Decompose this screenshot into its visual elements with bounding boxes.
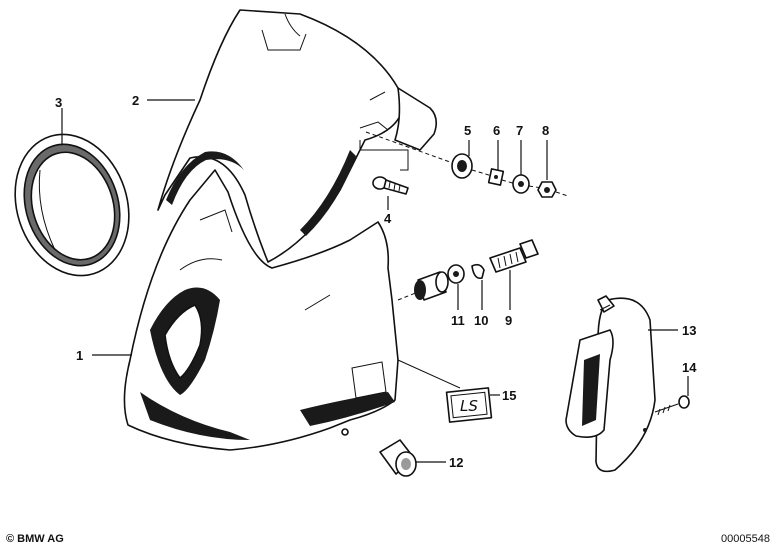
upper-fairing [157,9,438,263]
callout-15: 15 [502,388,516,403]
emblem-15: LS [397,359,493,423]
callout-11: 11 [451,313,465,328]
callout-14: 14 [682,360,697,375]
emblem-text: LS [460,397,478,415]
callout-12: 12 [449,455,463,470]
callout-5: 5 [464,123,471,138]
screw-14 [654,395,690,416]
callout-4: 4 [384,211,392,226]
callout-6: 6 [493,123,500,138]
side-cover-13 [565,295,656,473]
callout-9: 9 [505,313,512,328]
callout-1: 1 [76,348,83,363]
callout-8: 8 [542,123,549,138]
brand-label: © BMW AG [6,533,64,545]
headlight-ring [14,133,130,277]
callout-10: 10 [474,313,488,328]
screw-4 [372,176,409,195]
document-number: 00005548 [721,533,770,545]
fastener-group-upper [359,131,569,198]
callout-3: 3 [55,95,62,110]
callout-numbers: 2 3 4 5 6 7 8 9 10 11 1 12 15 13 14 [55,93,697,470]
rubber-bush-12 [379,439,417,477]
fastener-group-lower [397,239,539,301]
lower-fairing [123,169,399,451]
callout-2: 2 [132,93,139,108]
callout-7: 7 [516,123,523,138]
leader-lines [61,99,689,463]
callout-13: 13 [682,323,696,338]
